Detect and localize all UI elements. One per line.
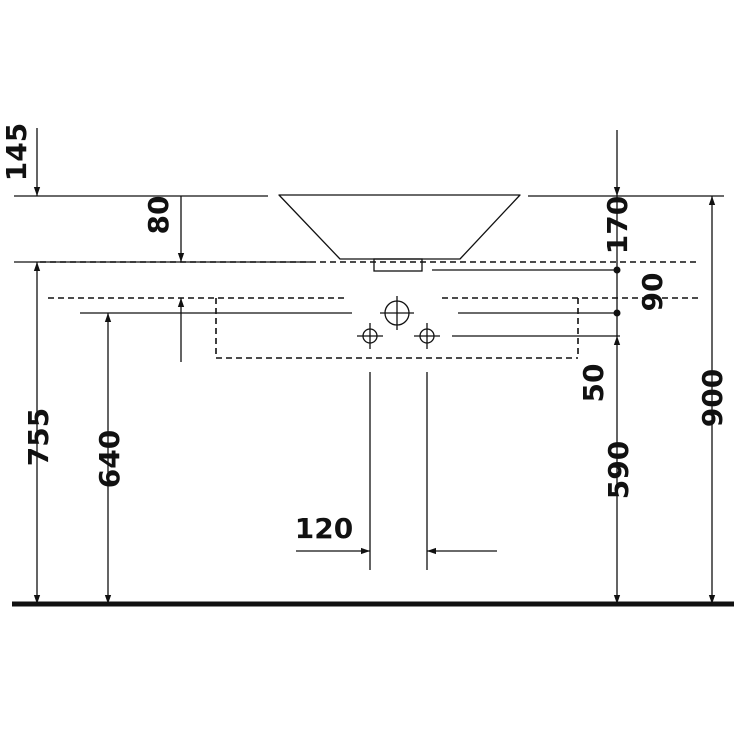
dim-120-label: 120 [295,512,353,545]
basin-outline [278,194,521,260]
waste-outlet-icon [380,296,414,330]
dim-640-label: 640 [93,430,126,488]
dim-145-label: 145 [0,123,33,181]
dim-900-label: 900 [696,369,729,427]
dim-80-label: 80 [142,196,175,235]
dim-755-label: 755 [22,408,55,466]
dim-590-label: 590 [602,441,635,499]
dim-170-label: 170 [601,196,634,254]
supply-left-icon [357,323,383,349]
dim-90-label: 90 [636,273,669,312]
basin-drain [373,258,423,272]
supply-right-icon [414,323,440,349]
dim-50-label: 50 [577,364,610,403]
dim-90-dot-top [613,266,621,274]
